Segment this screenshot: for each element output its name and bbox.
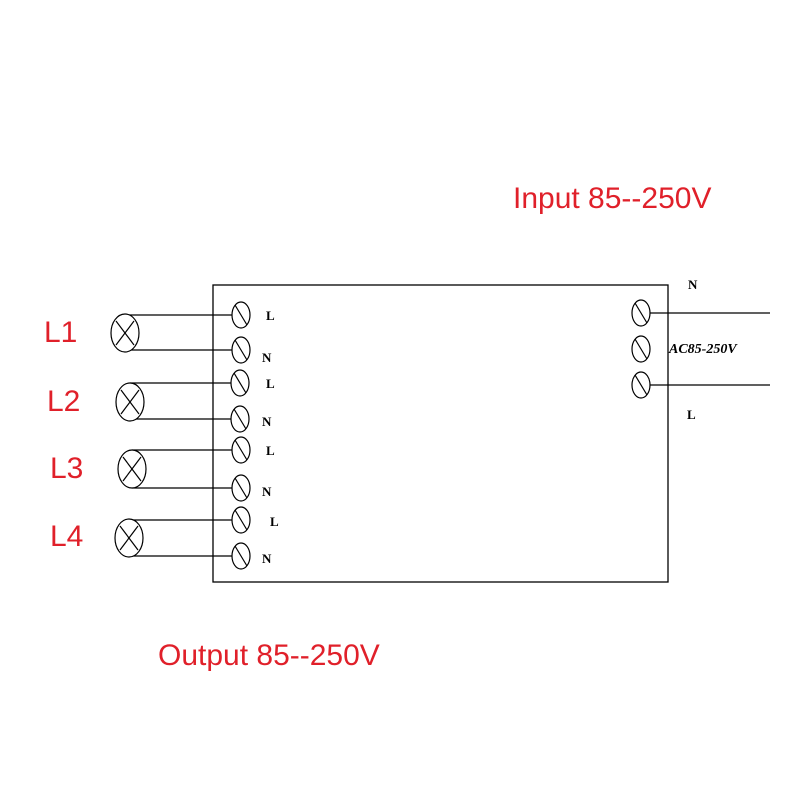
lamp-group-l2: L2 L N — [47, 369, 275, 433]
terminal-label-l1-n: N — [262, 350, 272, 365]
lamp-group-l3: L3 L N — [50, 436, 275, 502]
terminal-l3-l — [231, 436, 251, 464]
input-terminal-block: N AC85-250V L — [631, 277, 770, 422]
lamp-label-l1: L1 — [44, 316, 77, 349]
terminal-label-l2-l: L — [266, 376, 275, 391]
terminal-label-l3-l: L — [266, 443, 275, 458]
input-label-n: N — [688, 277, 698, 292]
lamp-l4-icon — [114, 518, 144, 558]
controller-box — [212, 284, 669, 583]
input-terminal-n — [631, 299, 651, 327]
terminal-l4-l — [231, 506, 251, 534]
terminal-l1-l — [231, 301, 251, 329]
terminal-l1-n — [231, 336, 251, 364]
input-terminal-l — [631, 371, 651, 399]
lamp-label-l2: L2 — [47, 385, 80, 418]
terminal-label-l4-l: L — [270, 514, 279, 529]
input-voltage-label: Input 85--250V — [513, 182, 711, 215]
lamp-l1-icon — [110, 313, 140, 353]
terminal-l3-n — [231, 474, 251, 502]
lamp-label-l4: L4 — [50, 520, 83, 553]
lamp-l2-icon — [115, 382, 145, 422]
terminal-label-l2-n: N — [262, 414, 272, 429]
terminal-l4-n — [231, 542, 251, 570]
lamp-group-l1: L1 L N — [44, 301, 275, 365]
terminal-label-l3-n: N — [262, 484, 272, 499]
terminal-l2-n — [230, 405, 250, 433]
input-label-l: L — [687, 407, 696, 422]
lamp-label-l3: L3 — [50, 452, 83, 485]
lamp-group-l4: L4 L N — [50, 506, 279, 570]
terminal-l2-l — [230, 369, 250, 397]
lamp-l3-icon — [117, 449, 147, 489]
terminal-label-l1-l: L — [266, 308, 275, 323]
output-voltage-label: Output 85--250V — [158, 639, 380, 672]
terminal-label-l4-n: N — [262, 551, 272, 566]
input-terminal-mid — [631, 335, 651, 363]
input-voltage-spec: AC85-250V — [668, 342, 738, 357]
